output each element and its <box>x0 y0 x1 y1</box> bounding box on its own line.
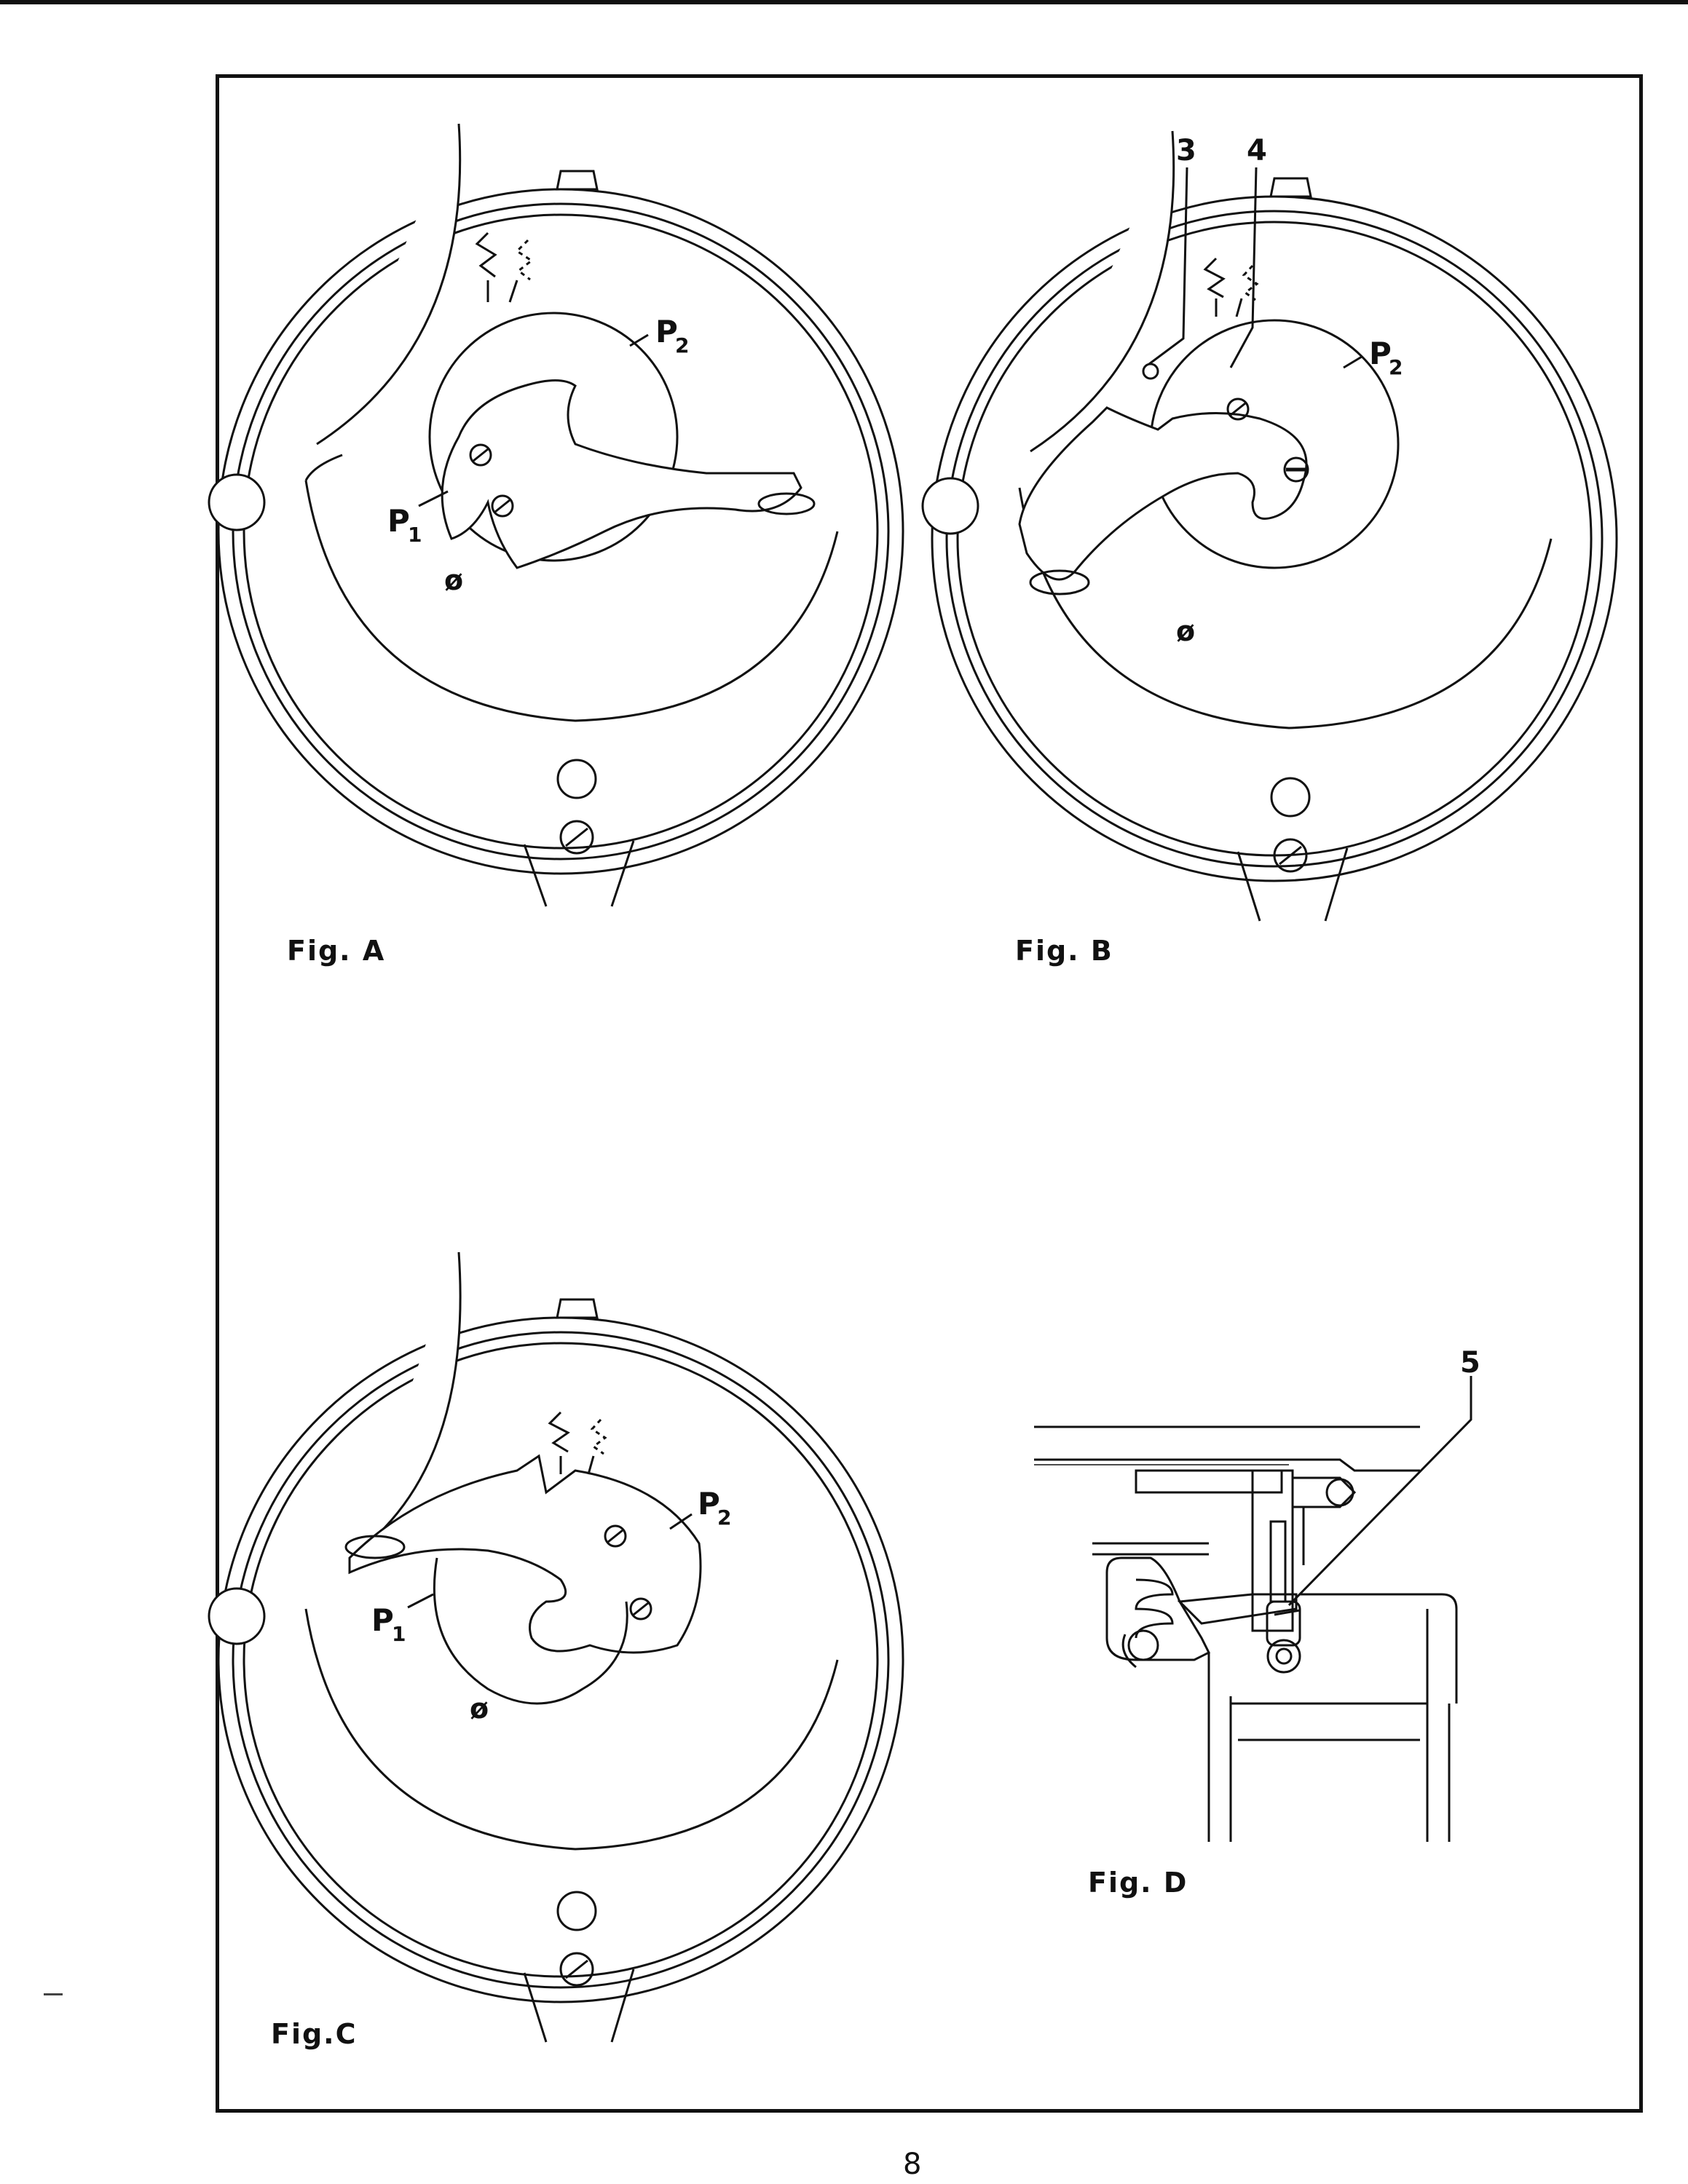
figure-c-diagram: P 2 P 1 ø <box>197 1252 910 2060</box>
fig-a-p2-label: P <box>655 314 678 349</box>
fig-a-p1-subscript: 1 <box>408 523 422 547</box>
fig-b-p2-subscript: 2 <box>1389 355 1403 379</box>
figure-d-diagram: 5 <box>1034 1346 1480 1871</box>
fig-b-slot-symbol: ø <box>1176 615 1195 647</box>
page-frame <box>216 74 1643 2113</box>
figure-a-diagram: P 2 P 1 ø <box>197 124 910 932</box>
fig-c-caption: Fig.C <box>271 2018 358 2050</box>
fig-b-callout-4: 4 <box>1247 134 1267 167</box>
scan-speck <box>44 1993 63 1995</box>
fig-a-p2-subscript: 2 <box>675 333 689 357</box>
figure-b-diagram: 3 4 P 2 ø <box>910 131 1624 939</box>
fig-d-callout-5: 5 <box>1460 1346 1480 1380</box>
fig-b-callout-3: 3 <box>1176 134 1196 167</box>
fig-d-caption: Fig. D <box>1088 1867 1188 1899</box>
page-number: 8 <box>903 2148 922 2181</box>
fig-a-slot-symbol: ø <box>444 564 463 596</box>
top-rule <box>0 0 1688 4</box>
fig-c-p2-subscript: 2 <box>717 1506 731 1530</box>
fig-b-p2-label: P <box>1369 336 1392 371</box>
fig-a-p1-label: P <box>387 503 410 539</box>
fig-c-slot-symbol: ø <box>470 1693 489 1725</box>
fig-c-p1-subscript: 1 <box>392 1622 406 1646</box>
fig-a-caption: Fig. A <box>287 935 386 967</box>
fig-b-caption: Fig. B <box>1015 935 1113 967</box>
fig-c-p1-label: P <box>371 1602 394 1638</box>
fig-c-p2-label: P <box>698 1486 720 1522</box>
